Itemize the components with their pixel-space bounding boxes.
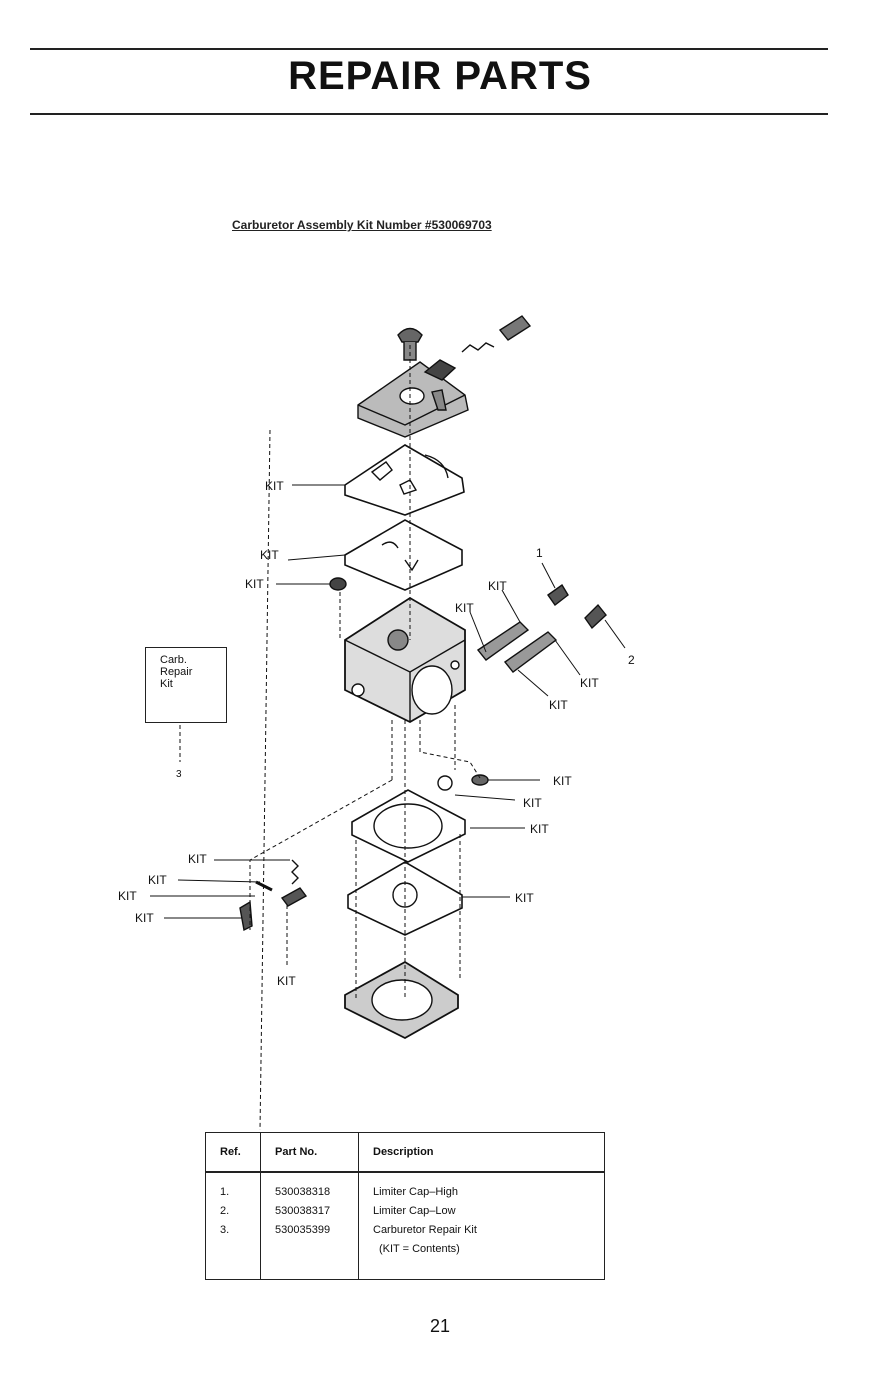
header-ref: Ref. (206, 1133, 261, 1173)
carb-repair-kit-box: Carb. Repair Kit (145, 647, 227, 723)
repair-box-line: Carb. (160, 654, 226, 666)
kit-label: KIT (580, 676, 599, 690)
table-header-row: Ref. Part No. Description (206, 1133, 605, 1173)
kit-label: KIT (118, 889, 137, 903)
top-screw (398, 329, 422, 343)
ref-cell: 2. (220, 1202, 260, 1221)
kit-label: KIT (265, 479, 284, 493)
spring-top (462, 343, 494, 352)
header-part-no: Part No. (261, 1133, 359, 1173)
part-no-cell: 530038317 (275, 1202, 358, 1221)
ref-label-1: 1 (536, 546, 543, 560)
gasket (345, 520, 462, 590)
part-no-cell: 530038318 (275, 1183, 358, 1202)
description-cell: Carburetor Repair Kit (373, 1221, 604, 1240)
kit-label: KIT (260, 548, 279, 562)
kit-label: KIT (488, 579, 507, 593)
limiter-cap-1 (548, 585, 568, 605)
adjust-screw-top (500, 316, 530, 340)
kit-label: KIT (523, 796, 542, 810)
kit-label: KIT (455, 601, 474, 615)
ref-cell: 1. (220, 1183, 260, 1202)
o-ring (438, 776, 452, 790)
kit-label: KIT (245, 577, 264, 591)
table-row: 1. 2. 3. 530038318 530038317 530035399 L… (206, 1172, 605, 1280)
ref-label-3: 3 (176, 769, 182, 780)
parts-table: Ref. Part No. Description 1. 2. 3. 53003… (205, 1132, 605, 1280)
kit-label: KIT (515, 891, 534, 905)
ref-cell: 3. (220, 1221, 260, 1240)
limiter-cap-2 (585, 605, 606, 628)
lever-left (282, 888, 306, 906)
kit-contents-note: (KIT = Contents) (373, 1240, 604, 1259)
kit-label: KIT (135, 911, 154, 925)
kit-label: KIT (188, 852, 207, 866)
page-number: 21 (0, 1316, 880, 1337)
repair-box-line: Kit (160, 678, 226, 690)
kit-label: KIT (553, 774, 572, 788)
spring-left (292, 860, 298, 884)
welch-plug (330, 578, 346, 590)
kit-label: KIT (549, 698, 568, 712)
description-cell: Limiter Cap–High (373, 1183, 604, 1202)
kit-label: KIT (530, 822, 549, 836)
description-cell: Limiter Cap–Low (373, 1202, 604, 1221)
metering-diaphragm (345, 445, 464, 515)
screen (472, 775, 488, 785)
inlet-needle (256, 882, 272, 890)
header-description: Description (359, 1133, 605, 1173)
part-no-cell: 530035399 (275, 1221, 358, 1240)
ref-label-2: 2 (628, 653, 635, 667)
repair-box-line: Repair (160, 666, 226, 678)
kit-label: KIT (148, 873, 167, 887)
kit-label: KIT (277, 974, 296, 988)
